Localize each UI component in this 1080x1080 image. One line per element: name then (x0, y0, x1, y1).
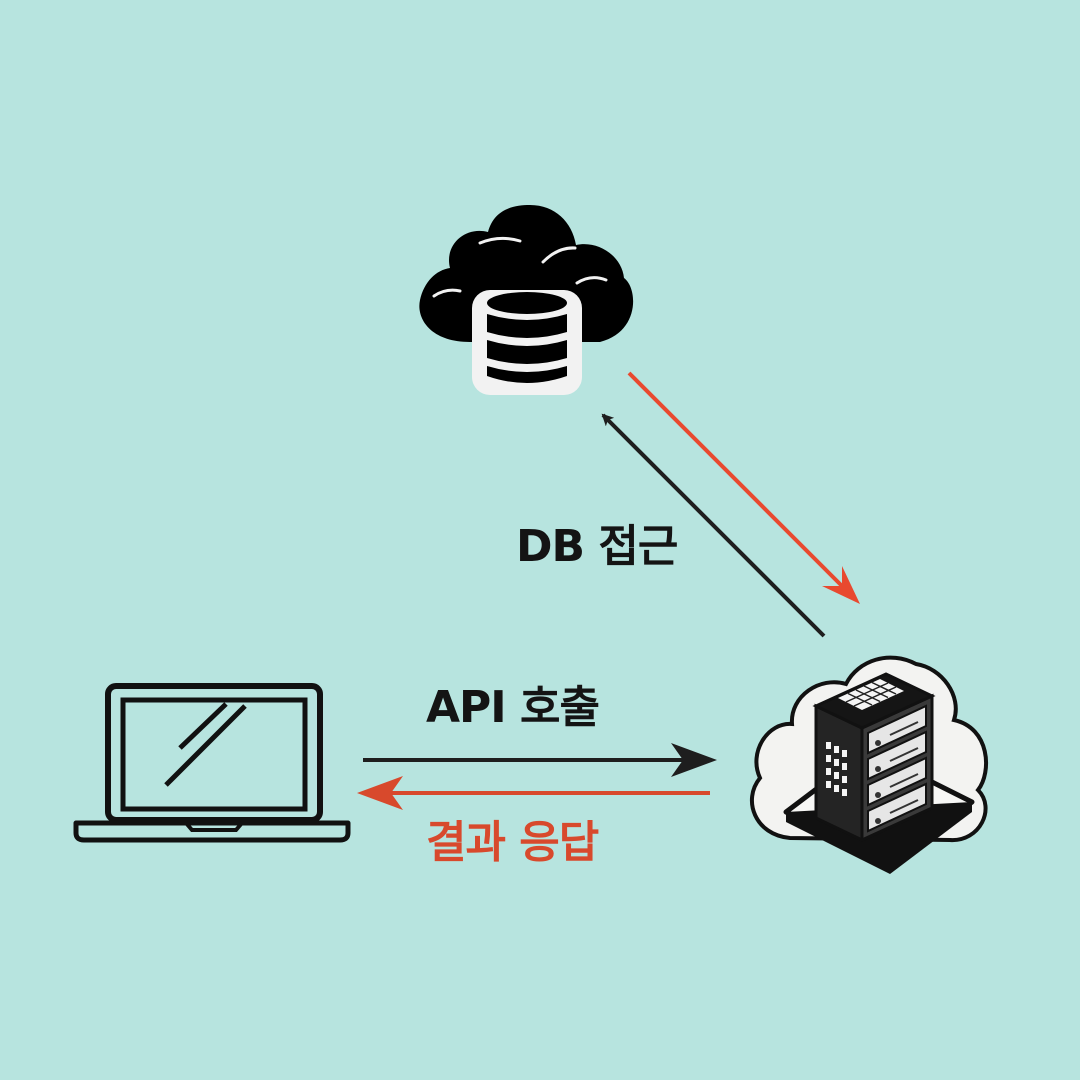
result-response-arrow (357, 776, 710, 810)
db-access-label: DB 접근 (516, 521, 678, 572)
result-response-label: 결과 응답 (426, 817, 599, 868)
cloud-database-icon (419, 205, 634, 395)
db-request-arrow (601, 413, 826, 638)
api-call-label: API 호출 (426, 682, 600, 733)
db-response-arrow (627, 371, 860, 604)
server-rack-icon (750, 655, 989, 874)
laptop-icon (73, 683, 351, 843)
api-call-arrow (363, 743, 717, 777)
